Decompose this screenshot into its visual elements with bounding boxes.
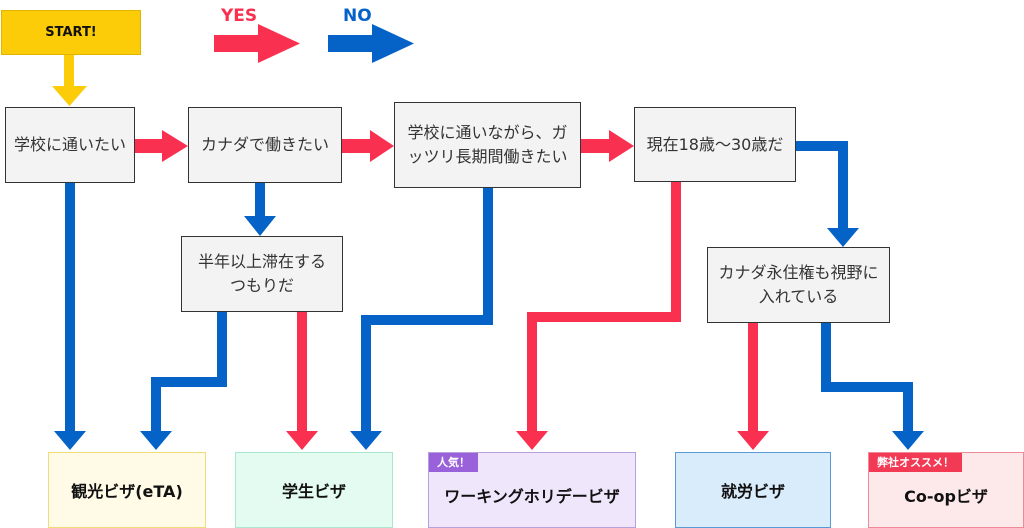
result-label: Co-opビザ	[904, 487, 988, 506]
edge-q4-to-holiday-yes	[516, 182, 681, 450]
question-school-and-work-long: 学校に通いながら、ガ ッツリ長期間働きたい	[394, 102, 581, 188]
question-text: 現在18歳〜30歳だ	[646, 134, 784, 154]
legend-no-arrow	[328, 24, 414, 63]
start-label: START!	[45, 25, 97, 40]
edge-q3-to-q4-yes	[581, 130, 634, 162]
question-text-line2: ッツリ長期間働きたい	[407, 147, 568, 166]
result-work-visa: 就労ビザ	[675, 452, 831, 528]
result-working-holiday-visa: 人気！ ワーキングホリデービザ	[428, 452, 636, 528]
result-label: 学生ビザ	[281, 482, 346, 501]
popular-badge: 人気！	[429, 453, 478, 472]
edge-q3-to-student-no	[350, 188, 493, 450]
question-stay-over-half-year: 半年以上滞在する つもりだ	[181, 236, 343, 312]
question-want-work-canada: カナダで働きたい	[188, 107, 342, 183]
result-label: 就労ビザ	[720, 482, 785, 501]
question-age-18-30: 現在18歳〜30歳だ	[634, 107, 796, 182]
result-label: ワーキングホリデービザ	[444, 487, 620, 506]
question-text: カナダで働きたい	[200, 135, 329, 154]
question-text-line1: カナダ永住権も視野に	[718, 263, 879, 282]
question-want-school: 学校に通いたい	[5, 107, 135, 183]
result-label: 観光ビザ(eTA)	[71, 482, 183, 501]
recommended-badge: 弊社オススメ！	[869, 453, 962, 472]
legend-yes-label: YES	[221, 6, 258, 26]
legend-no-label: NO	[343, 6, 372, 26]
edge-q5-to-student-yes	[286, 312, 318, 450]
edge-q6-to-coop-no	[821, 322, 924, 450]
question-text-line2: つもりだ	[229, 276, 294, 295]
result-coop-visa: 弊社オススメ！ Co-opビザ	[868, 452, 1024, 528]
edge-q1-to-q2-yes	[134, 130, 188, 162]
edge-q2-to-q3-yes	[342, 130, 394, 162]
result-student-visa: 学生ビザ	[235, 452, 393, 528]
question-text-line1: 学校に通いながら、ガ	[407, 123, 568, 142]
result-tourist-visa: 観光ビザ(eTA)	[48, 452, 206, 528]
start-node: START!	[1, 10, 141, 55]
question-text-line2: 入れている	[758, 287, 839, 306]
edge-q6-to-work-yes	[737, 322, 769, 450]
question-considering-pr: カナダ永住権も視野に 入れている	[707, 247, 890, 323]
edge-q4-to-q6-no	[790, 141, 859, 247]
edge-start-to-q1	[52, 55, 87, 106]
legend-yes-arrow	[214, 24, 300, 63]
edge-q1-to-tourist-no	[54, 183, 86, 450]
edge-q2-to-q5-no	[244, 183, 276, 236]
edge-q5-to-tourist-no	[140, 312, 227, 450]
question-text-line1: 半年以上滞在する	[197, 252, 326, 271]
question-text: 学校に通いたい	[13, 135, 126, 154]
